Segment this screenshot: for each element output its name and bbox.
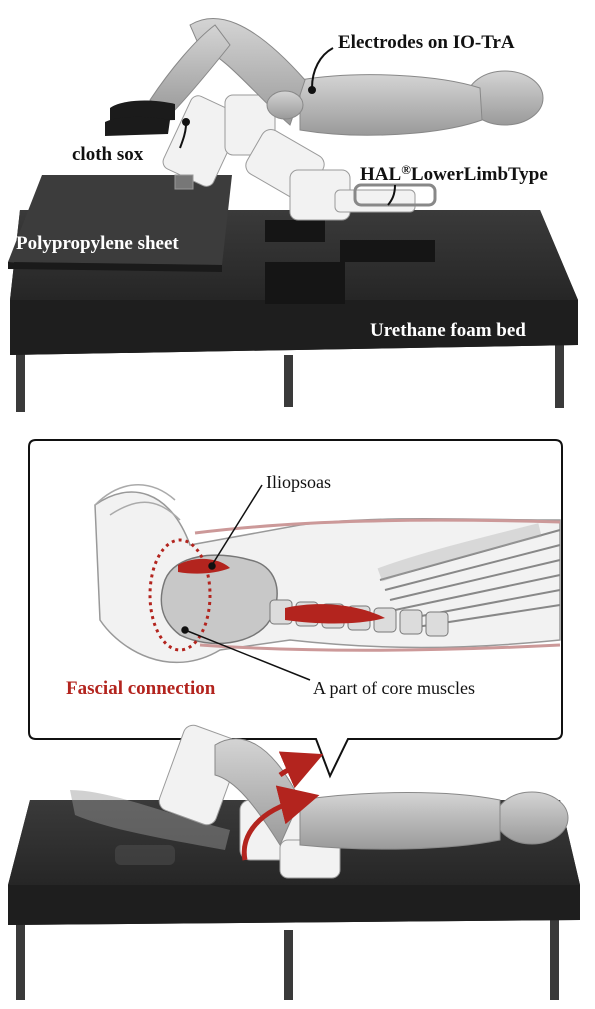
bed-legs-bottom: [16, 920, 559, 1000]
hal-label-suffix: LowerLimbType: [411, 164, 548, 185]
sheet-label: Polypropylene sheet: [16, 233, 179, 254]
electrodes-label: Electrodes on IO-TrA: [338, 32, 515, 53]
hal-label-reg: ®: [401, 162, 411, 177]
bottom-scene: [8, 722, 580, 1000]
top-scene: Electrodes on IO-TrA cloth sox HAL®Lower…: [8, 18, 578, 412]
callout: Iliopsoas Fascial connection A part of c…: [29, 440, 562, 776]
bed-label: Urethane foam bed: [370, 320, 526, 341]
iliopsoas-label: Iliopsoas: [266, 472, 331, 492]
hal-label: HAL®LowerLimbType: [360, 162, 548, 185]
fascial-connection-label: Fascial connection: [66, 678, 216, 699]
core-muscles-label: A part of core muscles: [313, 678, 475, 698]
hal-label-prefix: HAL: [360, 164, 401, 185]
cloth-sox-label: cloth sox: [72, 144, 144, 165]
cloth-sox: [105, 101, 175, 136]
polypropylene-sheet: [8, 175, 232, 272]
